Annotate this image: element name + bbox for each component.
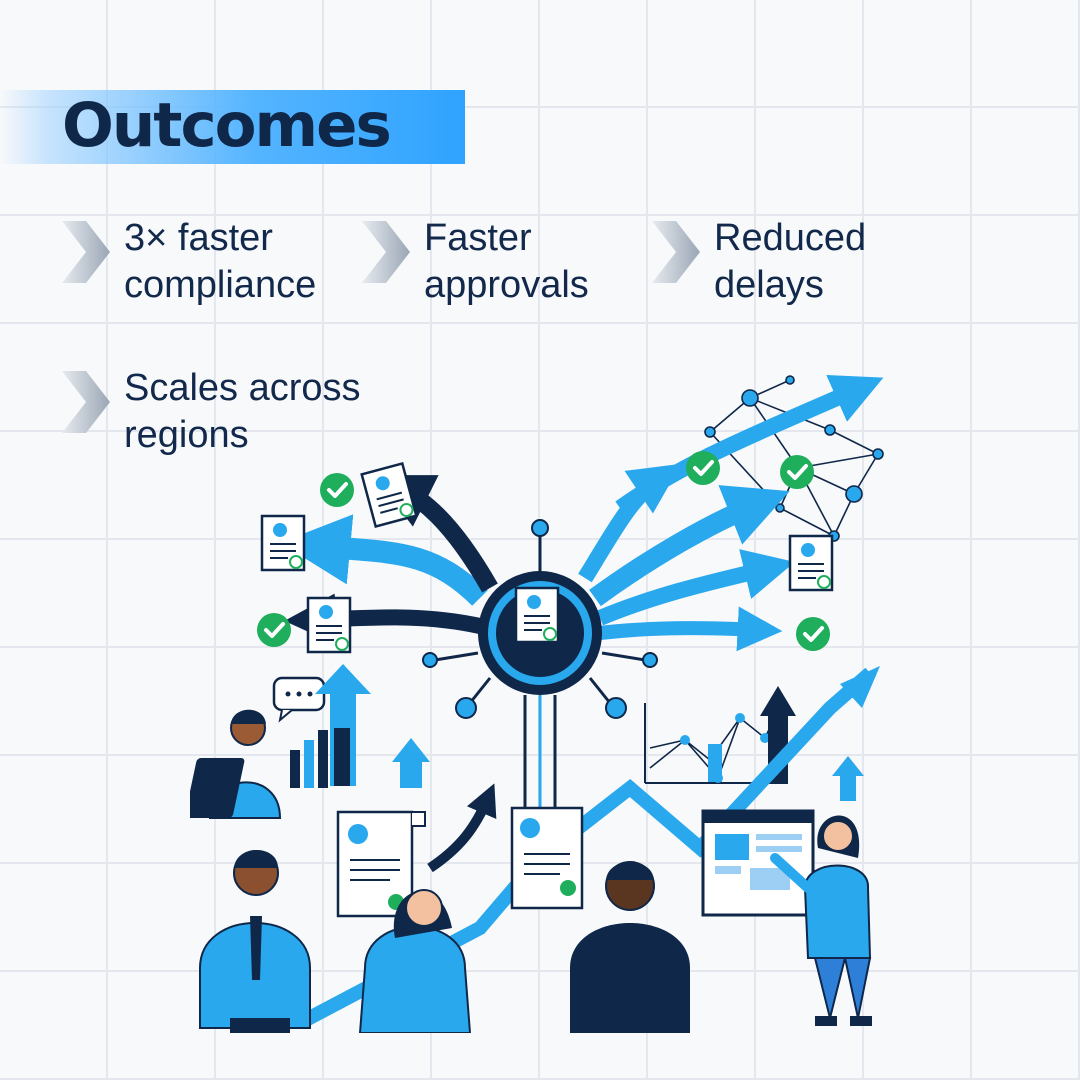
document-icon [360, 462, 418, 528]
document-icon [260, 514, 306, 572]
check-icon [684, 449, 722, 487]
trend-line [296, 667, 875, 1030]
person-woman [358, 889, 472, 1033]
title-banner [0, 90, 465, 164]
chevron-right-icon [362, 221, 410, 283]
outcome-line-1: 3× faster [124, 217, 273, 259]
outcome-line-1: Faster [424, 217, 532, 259]
growth-arrow [427, 783, 497, 873]
outcome-line-1: Reduced [714, 217, 867, 259]
chevron-right-icon [62, 221, 110, 283]
dashboard-screen [701, 809, 815, 917]
page-title: Outcomes [62, 90, 392, 161]
report-document [336, 810, 426, 918]
check-icon [794, 615, 832, 653]
outcome-line-1: Scales across [124, 367, 361, 409]
outcome-line-2: delays [714, 264, 824, 306]
chevron-right-icon [652, 221, 700, 283]
outcome-line-2: regions [124, 414, 249, 456]
outcome-line-2: compliance [124, 264, 317, 306]
analyst-person [190, 664, 430, 819]
document-hub [422, 519, 658, 808]
check-icon [255, 611, 293, 649]
document-icon [788, 534, 834, 592]
outcome-line-2: approvals [424, 264, 589, 306]
report-document [510, 806, 584, 910]
chevron-right-icon [62, 371, 110, 433]
check-icon [318, 471, 356, 509]
document-icon [306, 596, 352, 654]
outcomes-illustration [190, 375, 884, 1033]
person-man-tie [199, 850, 311, 1033]
person-man-dark [570, 861, 690, 1033]
person-presenter [770, 815, 872, 1026]
check-icon [778, 453, 816, 491]
